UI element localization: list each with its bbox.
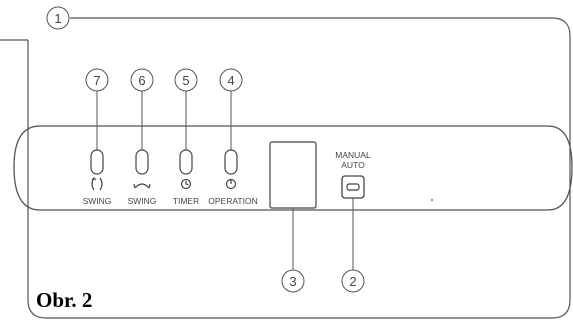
callout-4-text: 4 <box>227 73 234 88</box>
manual-auto-button[interactable] <box>341 175 365 199</box>
swing-horizontal-label: SWING <box>128 196 157 206</box>
operation-lamp <box>224 149 238 175</box>
receiver-window <box>269 141 317 209</box>
callout-circle-3 <box>281 269 305 293</box>
power-icon <box>225 178 237 190</box>
auto-label: AUTO <box>341 160 365 170</box>
callout-5-text: 5 <box>182 73 189 88</box>
panel-dot <box>431 199 433 201</box>
operation-label: OPERATION <box>208 196 257 206</box>
swing-vertical-lamp <box>90 149 104 175</box>
callout-7-text: 7 <box>93 73 100 88</box>
timer-label: TIMER <box>173 196 199 206</box>
manual-auto-button-slot <box>346 183 360 191</box>
clock-icon <box>180 178 192 190</box>
swing-vertical-label: SWING <box>83 196 112 206</box>
callout-1-text: 1 <box>54 11 61 26</box>
figure-caption: Obr. 2 <box>36 288 93 312</box>
timer-lamp <box>179 149 193 175</box>
swing-horizontal-lamp <box>135 149 149 175</box>
manual-label: MANUAL <box>335 150 371 160</box>
callout-circle-2 <box>341 269 365 293</box>
callout-6-text: 6 <box>138 73 145 88</box>
callout-circle-1 <box>46 6 70 30</box>
callout-2-text: 2 <box>349 274 356 289</box>
indicator-panel <box>13 125 573 211</box>
swing-vertical-icon <box>91 177 103 191</box>
callout-3-text: 3 <box>289 274 296 289</box>
swing-horizontal-icon <box>133 183 151 189</box>
